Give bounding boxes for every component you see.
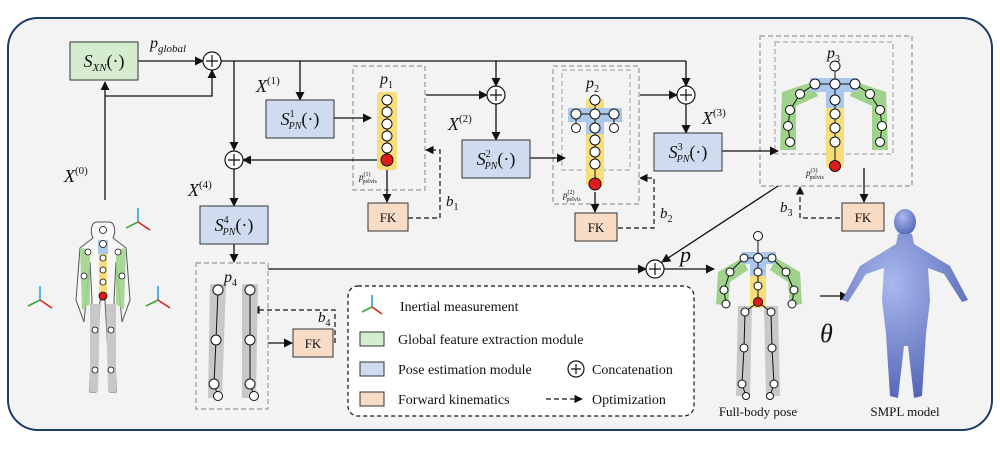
- pelvis-marker: [380, 153, 394, 167]
- svg-text:Forward kinematics: Forward kinematics: [398, 393, 510, 408]
- panel-p3: [759, 35, 913, 187]
- svg-text:Inertial measurement: Inertial measurement: [400, 300, 519, 315]
- concat-icon: [567, 360, 585, 378]
- svg-text:b2: b2: [660, 206, 673, 225]
- svg-text:FK: FK: [380, 210, 397, 225]
- full-body-pose: [716, 231, 802, 400]
- svg-text:p(1)pelvis: p(1)pelvis: [358, 171, 377, 185]
- legend-inertial: Inertial measurement: [361, 295, 519, 315]
- svg-text:X(2): X(2): [447, 113, 472, 134]
- skeleton-p3: [780, 60, 888, 172]
- panel-p1: [352, 65, 426, 191]
- svg-text:Pose estimation module: Pose estimation module: [398, 363, 532, 378]
- legend-global: Global feature extraction module: [359, 331, 583, 348]
- svg-text:X(0): X(0): [63, 165, 88, 186]
- concat-icon: [645, 259, 665, 279]
- imu-body: [75, 221, 131, 393]
- smpl-model: [842, 209, 968, 398]
- svg-text:b3: b3: [780, 200, 793, 219]
- concat-nodes: [202, 51, 696, 279]
- svg-text:Concatenation: Concatenation: [592, 363, 673, 378]
- svg-text:SXN(·): SXN(·): [83, 51, 124, 74]
- imu-axis-icon: [125, 208, 151, 231]
- concat-icon: [224, 150, 244, 170]
- fk-box-4: FK: [292, 328, 334, 358]
- svg-text:b1: b1: [446, 194, 459, 213]
- imu-axes: [27, 208, 171, 309]
- svg-text:p3: p3: [826, 45, 840, 65]
- legend: Inertial measurement Global feature extr…: [347, 285, 695, 417]
- svg-text:b4: b4: [318, 310, 331, 329]
- skeleton-p4: [208, 284, 259, 401]
- svg-text:θ: θ: [820, 319, 833, 348]
- pelvis-marker: [753, 297, 763, 307]
- svg-text:p(3)pelvis: p(3)pelvis: [805, 167, 824, 181]
- svg-text:SMPL model: SMPL model: [870, 404, 940, 419]
- panel-p4: [195, 262, 269, 410]
- svg-text:X(4): X(4): [187, 179, 212, 200]
- svg-text:Global feature extraction modu: Global feature extraction module: [398, 333, 583, 348]
- legend-pose: Pose estimation module: [359, 361, 532, 378]
- legend-concat: Concatenation: [567, 360, 673, 378]
- svg-text:X(3): X(3): [701, 107, 726, 128]
- svg-text:Full-body pose: Full-body pose: [719, 404, 798, 419]
- svg-text:p1: p1: [379, 71, 393, 91]
- concat-icon: [676, 85, 696, 105]
- imu-axis-icon: [27, 286, 53, 309]
- connections: [100, 56, 869, 348]
- fk-box-1: FK: [367, 202, 409, 232]
- imu-axis-icon: [361, 295, 383, 315]
- svg-text:pglobal: pglobal: [149, 35, 186, 55]
- svg-text:p2: p2: [585, 75, 599, 95]
- concat-icon: [202, 51, 222, 71]
- legend-opt: Optimization: [546, 393, 666, 408]
- svg-text:FK: FK: [305, 336, 322, 351]
- svg-text:p: p: [678, 242, 691, 267]
- svg-text:FK: FK: [588, 220, 605, 235]
- svg-text:X(1): X(1): [255, 75, 280, 96]
- pelvis-marker: [588, 177, 602, 191]
- fk-box-2: FK: [574, 212, 618, 242]
- pelvis-marker: [98, 291, 108, 301]
- imu-axis-icon: [145, 286, 171, 309]
- skeleton-p1: [377, 92, 397, 170]
- concat-icon: [486, 85, 506, 105]
- legend-fk: Forward kinematics: [359, 391, 510, 408]
- pelvis-marker: [829, 160, 841, 172]
- skeleton-p2: [568, 94, 622, 191]
- svg-text:FK: FK: [855, 210, 872, 225]
- svg-text:p(2)pelvis: p(2)pelvis: [562, 189, 581, 203]
- fk-box-3: FK: [841, 202, 885, 232]
- svg-text:Optimization: Optimization: [592, 393, 666, 408]
- svg-text:p4: p4: [223, 269, 237, 289]
- signal-labels: pglobal X(0) X(1) X(2) X(3) X(4) p1 p2 p…: [63, 35, 940, 419]
- module-sxn: SXN(·): [69, 41, 139, 81]
